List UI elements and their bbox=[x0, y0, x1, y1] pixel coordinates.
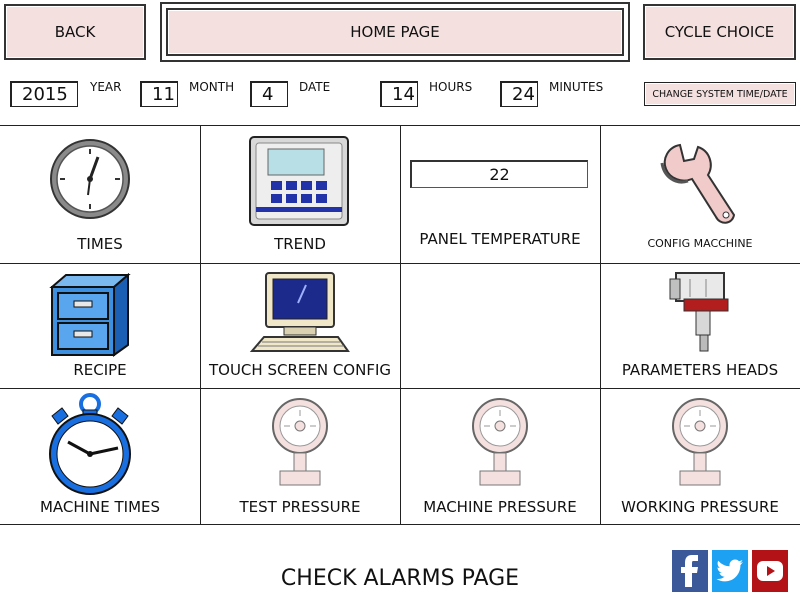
filing-cabinet-icon bbox=[49, 273, 131, 357]
date-label: DATE bbox=[299, 80, 331, 94]
trend-tile[interactable]: TREND bbox=[200, 125, 400, 263]
cycle-choice-button[interactable]: CYCLE CHOICE bbox=[643, 4, 796, 60]
minutes-label: MINUTES bbox=[549, 80, 604, 94]
clock-icon bbox=[50, 139, 130, 219]
pressure-gauge-icon bbox=[272, 398, 328, 486]
panel-temperature-label: PANEL TEMPERATURE bbox=[419, 230, 581, 248]
check-alarms-button[interactable]: CHECK ALARMS PAGE bbox=[280, 566, 520, 591]
month-field[interactable]: 11 bbox=[140, 81, 178, 107]
hours-label: HOURS bbox=[429, 80, 473, 94]
back-button[interactable]: BACK bbox=[4, 4, 146, 60]
computer-icon bbox=[249, 272, 350, 352]
panel-temperature-value: 22 bbox=[410, 160, 588, 188]
machine-times-label: MACHINE TIMES bbox=[39, 498, 161, 516]
machine-times-tile[interactable]: MACHINE TIMES bbox=[0, 388, 200, 524]
test-pressure-tile[interactable]: TEST PRESSURE bbox=[200, 388, 400, 524]
facebook-icon[interactable] bbox=[672, 550, 708, 592]
pressure-gauge-icon bbox=[472, 398, 528, 486]
parameters-heads-label: PARAMETERS HEADS bbox=[621, 361, 779, 379]
year-field[interactable]: 2015 bbox=[10, 81, 78, 107]
minutes-field[interactable]: 24 bbox=[500, 81, 538, 107]
pressure-gauge-icon bbox=[672, 398, 728, 486]
recipe-label: RECIPE bbox=[73, 361, 127, 379]
touch-screen-config-tile[interactable]: TOUCH SCREEN CONFIG bbox=[200, 263, 400, 388]
machine-head-icon bbox=[669, 272, 729, 352]
trend-panel-icon bbox=[249, 136, 349, 226]
hours-field[interactable]: 14 bbox=[380, 81, 418, 107]
test-pressure-label: TEST PRESSURE bbox=[239, 498, 361, 516]
recipe-tile[interactable]: RECIPE bbox=[0, 263, 200, 388]
home-page-button[interactable]: HOME PAGE bbox=[166, 8, 624, 56]
panel-temperature-tile[interactable]: PANEL TEMPERATURE bbox=[400, 125, 600, 263]
machine-pressure-label: MACHINE PRESSURE bbox=[423, 498, 577, 516]
trend-label: TREND bbox=[274, 235, 326, 253]
twitter-icon[interactable] bbox=[712, 550, 748, 592]
working-pressure-label: WORKING PRESSURE bbox=[621, 498, 779, 516]
touch-screen-config-label: TOUCH SCREEN CONFIG bbox=[208, 361, 391, 379]
home-button-frame: HOME PAGE bbox=[160, 2, 630, 62]
config-machine-label: CONFIG MACCHINE bbox=[647, 237, 753, 250]
working-pressure-tile[interactable]: WORKING PRESSURE bbox=[600, 388, 800, 524]
parameters-heads-tile[interactable]: PARAMETERS HEADS bbox=[600, 263, 800, 388]
youtube-icon[interactable] bbox=[752, 550, 788, 592]
month-label: MONTH bbox=[189, 80, 235, 94]
year-label: YEAR bbox=[90, 80, 122, 94]
date-field[interactable]: 4 bbox=[250, 81, 288, 107]
menu-grid: TIMES TREND PANEL TEMPERATURE CONFIG MAC… bbox=[0, 125, 800, 525]
times-tile[interactable]: TIMES bbox=[0, 125, 200, 263]
stopwatch-icon bbox=[49, 393, 131, 495]
empty-tile bbox=[400, 263, 600, 388]
wrench-icon bbox=[660, 143, 736, 224]
machine-pressure-tile[interactable]: MACHINE PRESSURE bbox=[400, 388, 600, 524]
config-machine-tile[interactable]: CONFIG MACCHINE bbox=[600, 125, 800, 263]
times-label: TIMES bbox=[77, 235, 123, 253]
change-system-time-button[interactable]: CHANGE SYSTEM TIME/DATE bbox=[644, 82, 796, 106]
